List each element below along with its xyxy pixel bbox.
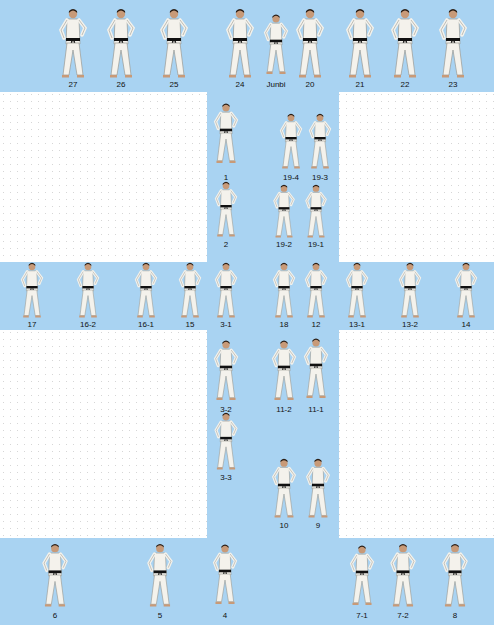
figure	[61, 9, 85, 78]
move-number: 14	[462, 320, 471, 329]
move-number: 20	[306, 80, 315, 89]
move-number: 21	[356, 80, 365, 89]
move-number: 26	[117, 80, 126, 89]
figure	[400, 263, 419, 318]
move-number: 16-2	[80, 320, 96, 329]
move-number: 15	[186, 320, 195, 329]
figure	[441, 9, 465, 78]
move-number: 16-1	[138, 320, 154, 329]
figure	[274, 263, 293, 318]
figure	[310, 114, 329, 169]
figure	[306, 339, 327, 398]
move-number: 7-1	[356, 611, 368, 620]
move-number: 11-1	[308, 405, 323, 414]
figure	[266, 15, 287, 74]
figure	[352, 546, 373, 605]
figure	[306, 263, 325, 318]
move-number: 11-2	[276, 405, 291, 414]
move-number: 3-2	[220, 405, 232, 414]
floor-band	[0, 0, 494, 92]
figure	[216, 413, 236, 470]
figure	[444, 544, 466, 607]
figure	[22, 263, 41, 318]
move-number: 24	[236, 80, 245, 89]
move-number: 19-3	[312, 173, 328, 182]
figure	[274, 459, 295, 518]
move-number: 23	[449, 80, 458, 89]
figure	[44, 544, 66, 607]
move-number: 13-2	[402, 320, 418, 329]
move-number: 1	[224, 173, 228, 182]
move-number: 8	[453, 611, 457, 620]
figure	[216, 341, 237, 400]
figure	[136, 263, 155, 318]
move-number: 13-1	[349, 320, 365, 329]
figure	[162, 9, 186, 78]
figure	[274, 341, 295, 400]
figure	[216, 104, 237, 163]
move-number: 19-2	[276, 240, 292, 249]
figure	[298, 9, 322, 78]
move-number: 17	[28, 320, 37, 329]
move-number: 6	[53, 611, 57, 620]
figure	[216, 182, 235, 237]
move-number: 4	[223, 611, 227, 620]
figure	[348, 9, 372, 78]
floor-band	[0, 538, 494, 625]
move-number: 19-1	[308, 240, 324, 249]
figure	[215, 545, 236, 604]
figures	[22, 9, 475, 607]
move-number: 25	[170, 80, 179, 89]
figure	[308, 459, 329, 518]
figure	[393, 9, 417, 78]
move-number: 18	[280, 320, 289, 329]
move-number: 19-4	[283, 173, 299, 182]
move-number: 2	[224, 240, 228, 249]
figure	[307, 185, 326, 238]
move-number: 9	[316, 521, 320, 530]
move-number: Junbi	[266, 80, 285, 89]
move-number: 22	[401, 80, 410, 89]
figure	[281, 114, 300, 169]
floor-band	[0, 262, 494, 330]
figure	[180, 263, 199, 318]
move-number: 12	[312, 320, 321, 329]
move-number: 7-2	[397, 611, 409, 620]
figure	[392, 544, 414, 607]
move-number: 10	[280, 521, 289, 530]
move-number: 5	[158, 611, 162, 620]
move-number: 27	[69, 80, 78, 89]
figure	[347, 263, 366, 318]
figure	[228, 9, 252, 78]
figure	[149, 544, 171, 607]
figure	[216, 263, 235, 318]
figure	[78, 263, 97, 318]
figure	[109, 9, 133, 78]
figure	[456, 263, 475, 318]
figure	[275, 185, 294, 238]
move-number: 3-3	[220, 473, 232, 482]
move-number: 3-1	[220, 320, 232, 329]
